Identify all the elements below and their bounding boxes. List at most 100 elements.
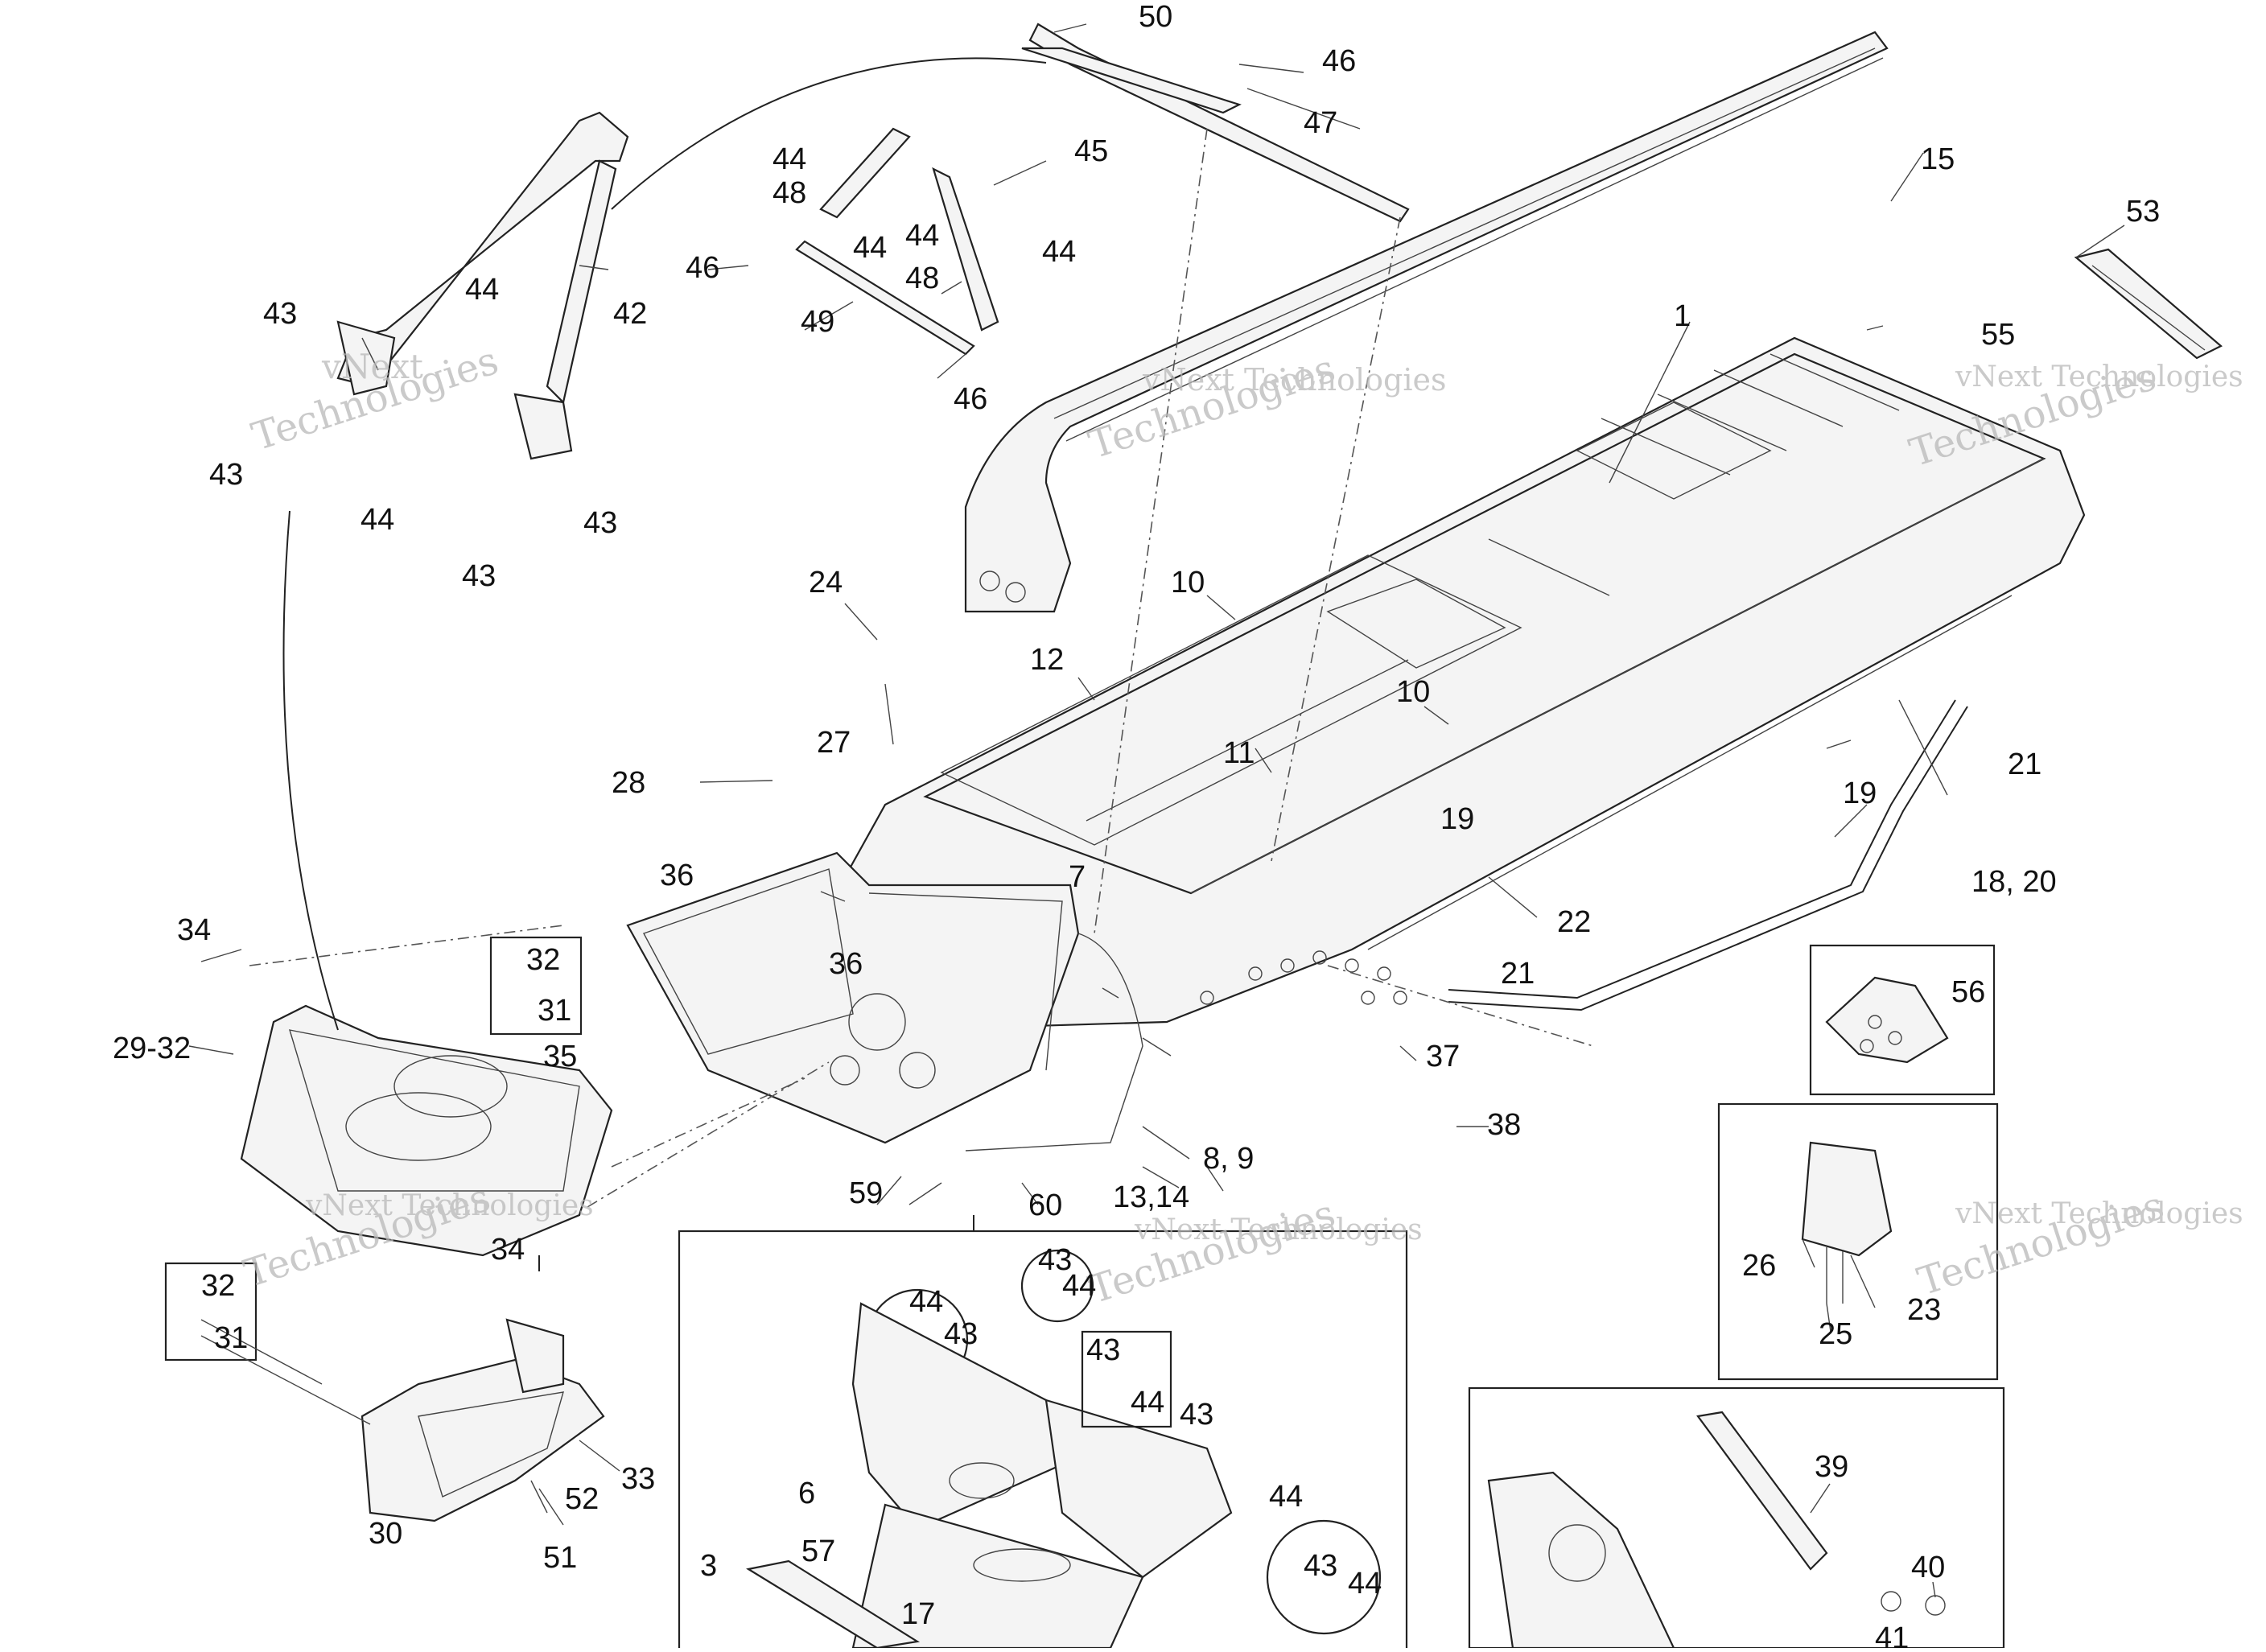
callout-51: 51 xyxy=(543,1541,577,1575)
callout-30: 30 xyxy=(369,1517,402,1551)
steering-rods xyxy=(795,23,1410,356)
inset-lower-cradle xyxy=(678,1230,1408,1652)
inset-56 xyxy=(1809,944,1996,1096)
callout-44-k: 44 xyxy=(1348,1567,1382,1601)
callout-44-f: 44 xyxy=(1042,235,1076,269)
callout-21-b: 21 xyxy=(1501,957,1535,991)
callout-44-g: 44 xyxy=(909,1285,943,1319)
callout-60: 60 xyxy=(1028,1189,1062,1222)
callout-1: 1 xyxy=(1674,299,1691,333)
callout-56: 56 xyxy=(1951,975,1985,1009)
callout-10-b: 10 xyxy=(1396,675,1430,709)
watermark-text-3: vNext Technologies xyxy=(1142,362,1446,398)
callout-55: 55 xyxy=(1981,318,2015,352)
callout-44-d: 44 xyxy=(853,231,887,265)
callout-28: 28 xyxy=(612,766,645,800)
lower-bracket-30 xyxy=(360,1318,605,1522)
callout-18-20: 18, 20 xyxy=(1971,865,2057,899)
callout-44-h: 44 xyxy=(1062,1269,1096,1303)
fastener-boxes-31-32 xyxy=(164,936,583,1362)
callout-52: 52 xyxy=(565,1482,599,1516)
callout-43-b: 43 xyxy=(209,458,243,492)
callout-26: 26 xyxy=(1742,1249,1776,1283)
front-engine-cradle xyxy=(626,851,1143,1151)
running-board-strip xyxy=(964,31,1889,613)
tunnel-cross-ribs xyxy=(1488,353,1900,596)
callout-38: 38 xyxy=(1487,1108,1521,1142)
callout-44-i: 44 xyxy=(1131,1386,1164,1419)
callout-32-b: 32 xyxy=(201,1269,235,1303)
callout-43-g: 43 xyxy=(1086,1333,1120,1367)
callout-43-h: 43 xyxy=(1180,1398,1213,1432)
watermark-text-7: vNext Technologies xyxy=(305,1189,594,1222)
callout-29-32: 29-32 xyxy=(113,1032,191,1065)
exploded-dashed-lines xyxy=(249,57,1594,1271)
callout-labels: 1 3 6 7 8, 9 10 10 11 12 13,14 15 17 18,… xyxy=(113,0,2160,1652)
callout-43-a: 43 xyxy=(263,297,297,331)
callout-8-9: 8, 9 xyxy=(1203,1142,1254,1176)
callout-22: 22 xyxy=(1557,905,1591,939)
callout-36-a: 36 xyxy=(660,859,694,892)
rear-extension-53 xyxy=(2074,248,2223,360)
callout-43-c: 43 xyxy=(583,506,617,540)
front-bulkhead-29-32 xyxy=(240,1004,613,1257)
watermark-text-9: vNext Technologies xyxy=(1134,1213,1423,1246)
callout-36-b: 36 xyxy=(829,947,863,981)
watermark-text-11: vNext Technologies xyxy=(1955,1197,2243,1230)
callout-35: 35 xyxy=(543,1040,577,1073)
callout-23: 23 xyxy=(1907,1293,1941,1327)
callout-47: 47 xyxy=(1304,106,1337,140)
callout-33: 33 xyxy=(621,1462,655,1496)
watermark-text-1: vNext xyxy=(321,347,423,386)
callout-31-b: 31 xyxy=(214,1321,248,1355)
callout-43-e: 43 xyxy=(1038,1243,1072,1277)
tunnel-rivet-holes xyxy=(1200,950,1407,1005)
callout-25: 25 xyxy=(1819,1317,1852,1351)
callout-43-d: 43 xyxy=(462,559,496,593)
callout-10-a: 10 xyxy=(1171,566,1205,599)
callout-48-b: 48 xyxy=(905,262,939,295)
callout-32-a: 32 xyxy=(526,943,560,977)
callout-34-b: 34 xyxy=(491,1233,525,1267)
callout-46-b: 46 xyxy=(686,251,719,285)
callout-44-a: 44 xyxy=(465,273,499,307)
callout-15: 15 xyxy=(1921,142,1955,176)
callout-44-e: 44 xyxy=(905,219,939,253)
callout-45: 45 xyxy=(1074,134,1108,168)
steering-support-assembly xyxy=(336,111,629,460)
callout-44-c: 44 xyxy=(772,142,806,176)
callout-39: 39 xyxy=(1815,1450,1848,1484)
callout-12: 12 xyxy=(1030,643,1064,677)
callout-49: 49 xyxy=(801,305,834,339)
rear-bumper-rail xyxy=(1448,699,1968,1011)
callout-13-14: 13,14 xyxy=(1113,1180,1189,1214)
leader-lines xyxy=(188,23,2125,1598)
callout-46-c: 46 xyxy=(954,382,987,416)
callout-11: 11 xyxy=(1223,736,1255,770)
callout-43-i: 43 xyxy=(1304,1549,1337,1583)
inset-39-41 xyxy=(1468,1386,2005,1650)
callout-17: 17 xyxy=(901,1597,935,1631)
callout-21-a: 21 xyxy=(2008,748,2041,781)
watermark-text-5: vNext Technologies xyxy=(1955,360,2243,393)
callout-3: 3 xyxy=(700,1549,717,1583)
callout-46-a: 46 xyxy=(1322,44,1356,78)
callout-57: 57 xyxy=(801,1535,835,1568)
callout-24: 24 xyxy=(809,566,843,599)
callout-34-a: 34 xyxy=(177,913,211,947)
callout-40: 40 xyxy=(1911,1551,1945,1584)
callout-53: 53 xyxy=(2126,195,2160,229)
callout-44-j: 44 xyxy=(1269,1480,1303,1514)
callout-59: 59 xyxy=(849,1176,883,1210)
callout-37: 37 xyxy=(1426,1040,1460,1073)
callout-43-f: 43 xyxy=(944,1317,978,1351)
callout-41: 41 xyxy=(1875,1621,1909,1648)
callout-44-b: 44 xyxy=(360,503,394,537)
callout-50: 50 xyxy=(1139,0,1172,34)
inset-23-26 xyxy=(1717,1102,1999,1381)
callout-19-b: 19 xyxy=(1843,777,1877,810)
callout-6: 6 xyxy=(798,1477,815,1510)
callout-19-a: 19 xyxy=(1440,802,1474,836)
